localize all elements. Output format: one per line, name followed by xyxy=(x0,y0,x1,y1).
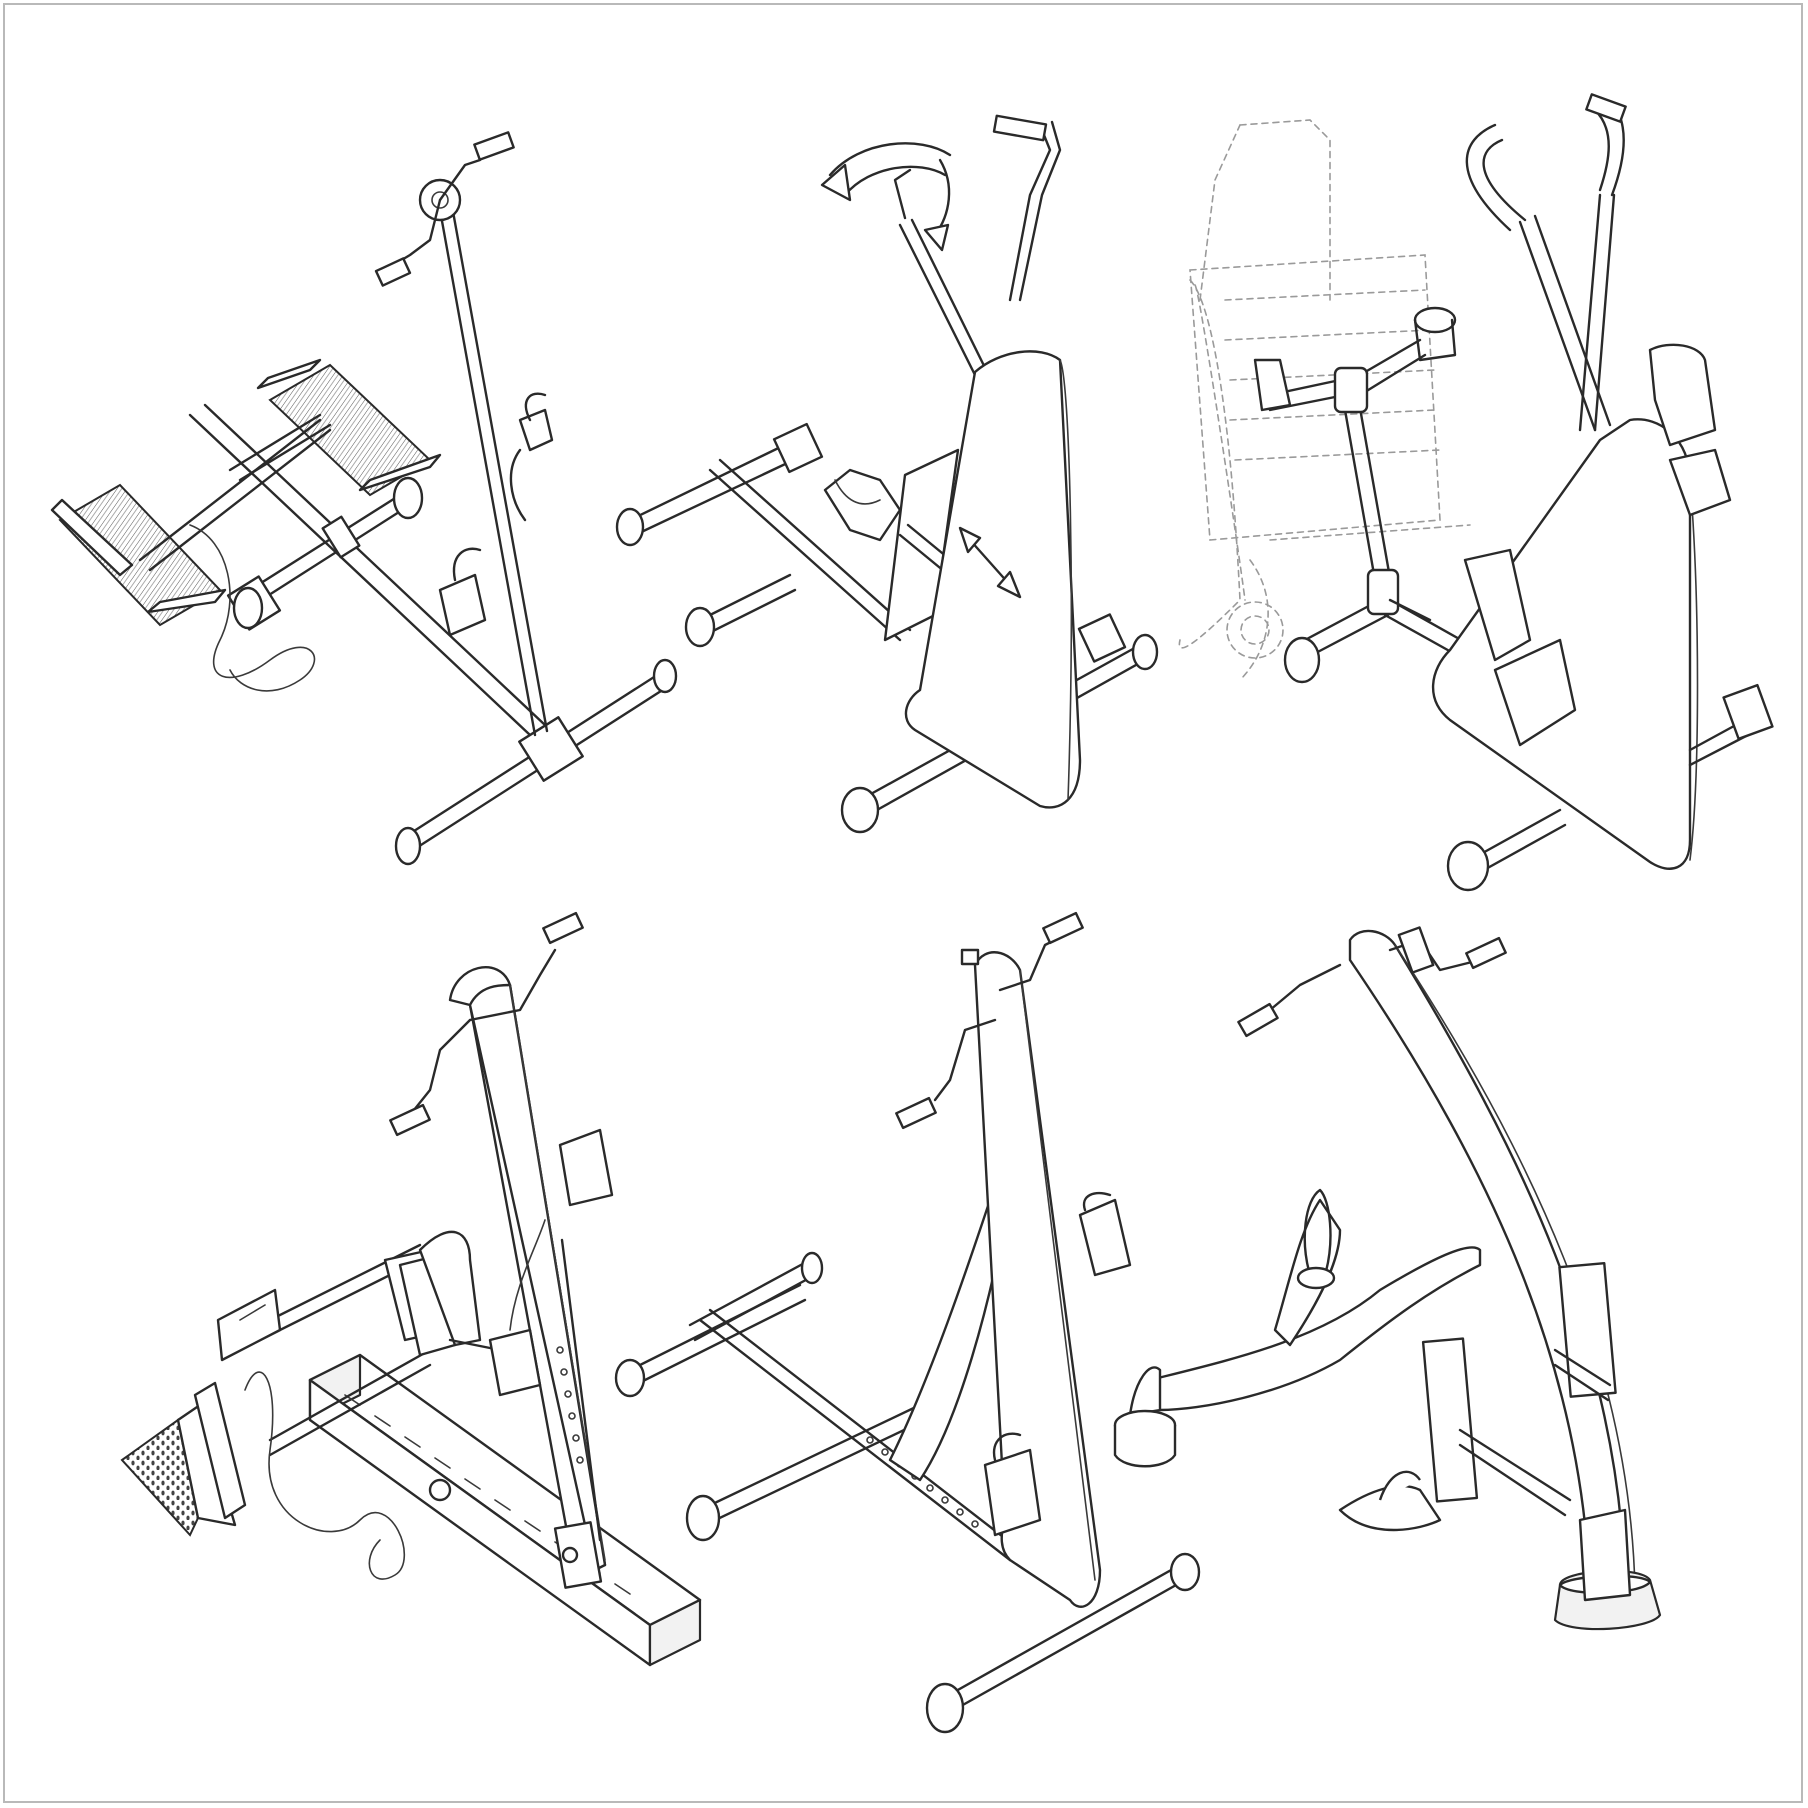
concept-5-adjust-holes xyxy=(866,1436,979,1528)
concept-2-handles xyxy=(893,114,1062,397)
concept-1-cable xyxy=(189,524,316,692)
concept-6-end-cap xyxy=(1113,1366,1177,1468)
concept-2-triangular-panel xyxy=(904,350,1082,809)
concept-6-sketch xyxy=(1113,926,1662,1631)
concept-5-pedals xyxy=(983,1191,1132,1537)
concept-5-brace xyxy=(888,1198,1007,1482)
rotation-arrows-icon xyxy=(820,142,952,252)
concept-4-hand-crank xyxy=(389,911,584,1137)
concept-1-sketch xyxy=(50,131,678,866)
concept-5-sketch xyxy=(614,911,1201,1734)
concept-5-hand-crank xyxy=(895,911,1084,1130)
concept-2-foot-cradle xyxy=(823,468,902,542)
concept-1-column xyxy=(374,131,549,737)
concept-6-arm xyxy=(1148,1246,1482,1412)
concept-3-handles xyxy=(1465,93,1627,432)
concept-3-base xyxy=(1388,598,1774,892)
concept-1-base xyxy=(394,658,678,866)
concept-5-column xyxy=(973,951,1102,1608)
concept-4-knob xyxy=(428,1478,452,1502)
concept-3-sketch xyxy=(1178,93,1774,892)
concept-4-cable xyxy=(244,1371,405,1580)
concept-6-foot-pedal xyxy=(1338,1262,1617,1532)
adjustment-arrow-icon xyxy=(958,526,1022,599)
concept-1-pedals xyxy=(438,392,554,637)
concept-6-round-base xyxy=(1553,1508,1662,1631)
wheelchair-outline xyxy=(1178,119,1471,681)
concept-3-foot-cradles xyxy=(1463,343,1732,747)
concept-4-bracket xyxy=(383,1230,502,1357)
concept-4-column xyxy=(448,966,607,1589)
concept-4-pedals xyxy=(488,1128,614,1397)
concept-6-arm-handle xyxy=(1296,1188,1336,1290)
concept-5-tubes xyxy=(614,1251,1201,1734)
mesh-foot-platforms xyxy=(50,358,442,627)
concept-3-yframe xyxy=(1253,306,1472,684)
concept-4-sketch xyxy=(120,911,702,1667)
concept-4-foot-plate xyxy=(120,1288,282,1537)
concept-6-hand-crank xyxy=(1237,926,1507,1038)
concept-2-sketch xyxy=(615,114,1159,834)
concept-2-base xyxy=(615,422,1159,834)
concept-1-frame xyxy=(138,403,547,737)
